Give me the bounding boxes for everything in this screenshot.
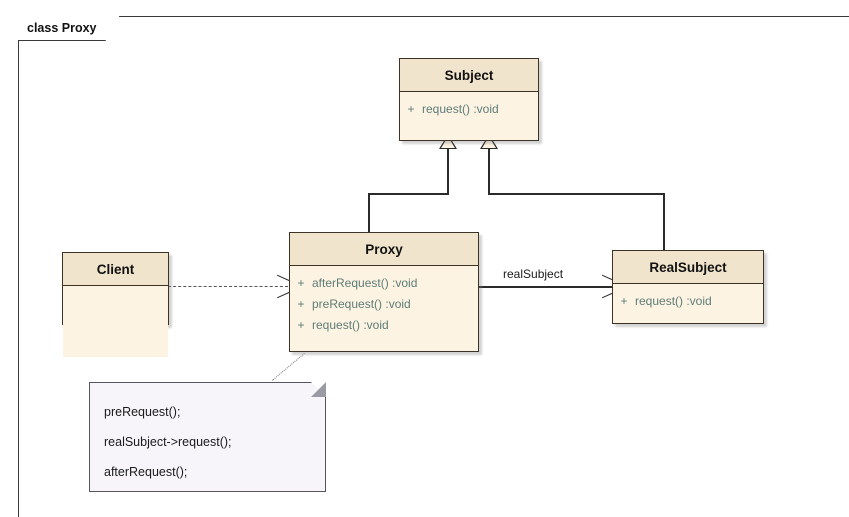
member-signature: request() :void xyxy=(422,101,499,116)
class-title-proxy: Proxy xyxy=(290,233,478,266)
member-visibility: + xyxy=(297,275,305,290)
class-members-subject: + request() :void xyxy=(400,92,538,125)
member-visibility: + xyxy=(297,317,305,332)
class-box-realsubject[interactable]: RealSubject + request() :void xyxy=(612,250,764,324)
note-fold-corner xyxy=(311,382,326,397)
class-member: + request() :void xyxy=(613,290,763,311)
class-members-realsubject: + request() :void xyxy=(613,284,763,317)
class-box-client[interactable]: Client xyxy=(62,252,169,357)
member-visibility: + xyxy=(297,296,305,311)
class-title-realsubject: RealSubject xyxy=(613,251,763,284)
note-line: afterRequest(); xyxy=(104,465,188,479)
member-signature: preRequest() :void xyxy=(312,296,411,311)
generalization-realsubject-vertical-upper xyxy=(488,148,490,194)
generalization-realsubject-vertical-lower xyxy=(663,193,665,251)
diagram-frame xyxy=(18,16,849,517)
note-box[interactable]: preRequest(); realSubject->request(); af… xyxy=(89,382,326,492)
generalization-realsubject-horizontal xyxy=(488,193,664,195)
generalization-proxy-vertical-lower xyxy=(368,193,370,233)
member-signature: request() :void xyxy=(312,317,389,332)
class-box-subject[interactable]: Subject + request() :void xyxy=(399,58,539,141)
inheritance-triangle-proxy-fill xyxy=(441,137,455,148)
member-signature: request() :void xyxy=(635,293,712,308)
class-member: + request() :void xyxy=(290,314,478,335)
association-proxy-realsubject-line xyxy=(478,286,614,288)
dependency-arrowhead xyxy=(276,274,290,299)
class-member: + afterRequest() :void xyxy=(290,272,478,293)
note-line: realSubject->request(); xyxy=(104,435,232,449)
note-line: preRequest(); xyxy=(104,405,181,419)
inheritance-triangle-realsubject-fill xyxy=(482,137,496,148)
class-title-subject: Subject xyxy=(400,59,538,92)
frame-label: class Proxy xyxy=(18,16,120,41)
class-members-proxy: + afterRequest() :void + preRequest() :v… xyxy=(290,266,478,341)
member-signature: afterRequest() :void xyxy=(312,275,418,290)
class-box-proxy[interactable]: Proxy + afterRequest() :void + preReques… xyxy=(289,232,479,352)
class-member: + request() :void xyxy=(400,98,538,119)
dependency-client-proxy-line xyxy=(168,286,288,287)
member-visibility: + xyxy=(407,101,415,116)
class-members-client xyxy=(63,286,168,357)
generalization-proxy-horizontal xyxy=(368,193,449,195)
class-member: + preRequest() :void xyxy=(290,293,478,314)
member-visibility: + xyxy=(620,293,628,308)
generalization-proxy-vertical-upper xyxy=(447,148,449,194)
class-title-client: Client xyxy=(63,253,168,286)
association-label: realSubject xyxy=(503,267,564,281)
